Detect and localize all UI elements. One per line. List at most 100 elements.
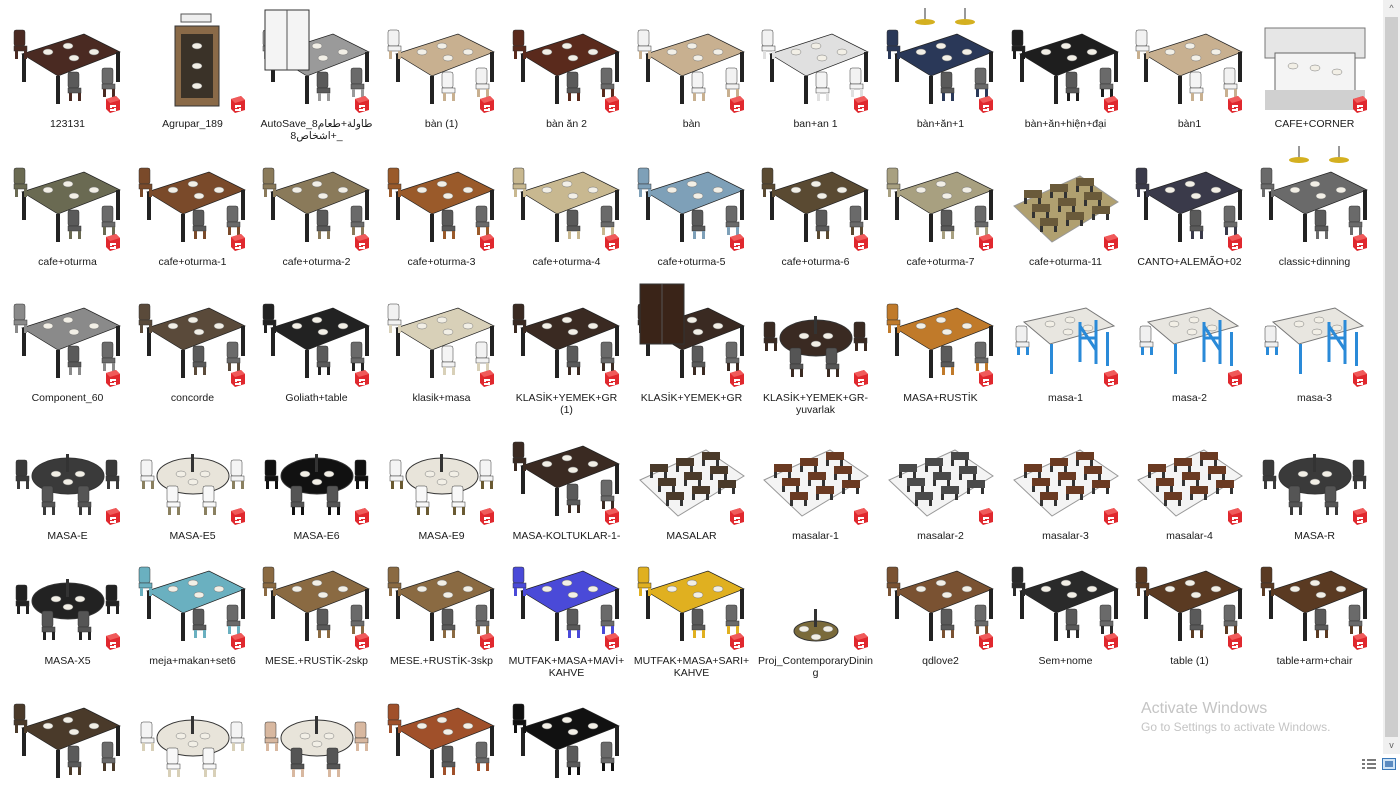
file-item[interactable]: ban+an 1 [753, 8, 878, 130]
file-thumbnail [386, 8, 498, 116]
file-item[interactable]: Component_60 [5, 282, 130, 404]
file-item[interactable]: MASA-E [5, 420, 130, 542]
file-thumbnail [885, 282, 997, 390]
file-item[interactable]: KLASİK+YEMEK+GR-yuvarlak [753, 282, 878, 416]
file-item[interactable]: CANTO+ALEMÃO+02 [1127, 146, 1252, 268]
file-item[interactable]: MUTFAK+MASA+MAVİ+KAHVE [504, 545, 629, 679]
file-item[interactable]: MASALAR [629, 420, 754, 542]
file-name: table+arm+chair [1276, 655, 1353, 667]
file-item[interactable]: MASA-E5 [130, 420, 255, 542]
file-item[interactable]: meja+makan+set6 [130, 545, 255, 667]
furniture-preview-image [793, 609, 838, 642]
file-item[interactable]: MESE.+RUSTİK-3skp [379, 545, 504, 667]
furniture-preview-image [138, 566, 246, 641]
file-item[interactable]: klasik+masa [379, 282, 504, 404]
view-switcher [1362, 758, 1396, 770]
file-item[interactable]: masalar-4 [1127, 420, 1252, 542]
file-item[interactable]: MESE.+RUSTİK-2skp [254, 545, 379, 667]
file-item[interactable]: KLASİK+YEMEK+GR (1) [504, 282, 629, 416]
file-item[interactable]: cafe+oturma-6 [753, 146, 878, 268]
scroll-up-icon[interactable]: ^ [1389, 3, 1394, 13]
file-item[interactable]: MUTFAK+MASA+SARI+KAHVE [629, 545, 754, 679]
sketchup-file-icon [1227, 370, 1242, 387]
sketchup-file-icon [853, 370, 868, 387]
file-item[interactable]: bàn ăn 2 [504, 8, 629, 130]
file-item[interactable]: MASA-KOLTUKLAR-1- [504, 420, 629, 542]
file-item[interactable]: MASA-X5 [5, 545, 130, 667]
file-thumbnail [511, 8, 623, 116]
furniture-preview-image [886, 566, 994, 641]
file-item[interactable]: masa-3 [1252, 282, 1377, 404]
file-name: MASA-KOLTUKLAR-1- [512, 530, 621, 542]
sketchup-file-icon [978, 234, 993, 251]
file-thumbnail [12, 545, 124, 653]
file-thumbnail [760, 282, 872, 390]
file-item[interactable]: bàn (1) [379, 8, 504, 130]
vertical-scrollbar[interactable]: ^ v [1383, 0, 1400, 754]
file-item[interactable]: table (1) [1127, 545, 1252, 667]
file-item[interactable]: cafe+oturma-1 [130, 146, 255, 268]
file-item[interactable]: KLASİK+YEMEK+GR [629, 282, 754, 404]
file-item[interactable]: cafe+oturma-3 [379, 146, 504, 268]
scroll-down-icon[interactable]: v [1389, 740, 1394, 750]
file-item[interactable]: cafe+oturma-2 [254, 146, 379, 268]
file-name: bàn1 [1177, 118, 1202, 130]
file-item[interactable]: bàn1 [1127, 8, 1252, 130]
file-item[interactable]: Sem+nome [1003, 545, 1128, 667]
sketchup-file-icon [354, 508, 369, 525]
file-item[interactable]: Goliath+table [254, 282, 379, 404]
file-item[interactable] [504, 682, 629, 792]
furniture-preview-image [262, 303, 370, 378]
file-item[interactable]: MASA+RUSTİK [878, 282, 1003, 404]
file-item[interactable]: masalar-3 [1003, 420, 1128, 542]
file-item[interactable]: MASA-E9 [379, 420, 504, 542]
file-thumbnail [885, 545, 997, 653]
file-item[interactable]: cafe+oturma-7 [878, 146, 1003, 268]
file-item[interactable]: bàn [629, 8, 754, 130]
file-item[interactable] [130, 682, 255, 792]
file-item[interactable]: Agrupar_189 [130, 8, 255, 130]
sketchup-file-icon [604, 508, 619, 525]
file-name: KLASİK+YEMEK+GR-yuvarlak [762, 392, 869, 416]
file-item[interactable] [5, 682, 130, 792]
file-item[interactable]: concorde [130, 282, 255, 404]
file-name: Agrupar_189 [162, 118, 223, 130]
file-thumbnail [1134, 420, 1246, 528]
file-item[interactable]: Proj_ContemporaryDining [753, 545, 878, 679]
sketchup-file-icon [1227, 96, 1242, 113]
sketchup-file-icon [853, 633, 868, 650]
file-item[interactable]: bàn+ăn+hiện+đại [1003, 8, 1128, 130]
large-icons-view-icon[interactable] [1382, 758, 1396, 770]
watermark-subtitle: Go to Settings to activate Windows. [1141, 720, 1331, 734]
sketchup-file-icon [479, 508, 494, 525]
file-name: masalar-2 [917, 530, 964, 542]
file-item[interactable]: masa-2 [1127, 282, 1252, 404]
sketchup-file-icon [354, 370, 369, 387]
file-item[interactable]: masalar-2 [878, 420, 1003, 542]
file-thumbnail [1259, 282, 1371, 390]
file-item[interactable]: qdlove2 [878, 545, 1003, 667]
furniture-preview-image [1260, 146, 1368, 242]
details-view-icon[interactable] [1362, 758, 1376, 770]
file-item[interactable]: cafe+oturma-5 [629, 146, 754, 268]
file-item[interactable]: cafe+oturma-11 [1003, 146, 1128, 268]
file-item[interactable]: masa-1 [1003, 282, 1128, 404]
file-item[interactable] [379, 682, 504, 792]
file-item[interactable]: classic+dinning [1252, 146, 1377, 268]
file-item[interactable]: MASA-R [1252, 420, 1377, 542]
file-item[interactable]: CAFE+CORNER [1252, 8, 1377, 130]
file-item[interactable]: bàn+ăn+1 [878, 8, 1003, 130]
furniture-preview-image [1136, 449, 1243, 517]
file-name: masalar-1 [792, 530, 839, 542]
file-item[interactable]: AutoSave_طاولة+طعام8_+اشخاص8 [254, 8, 379, 142]
scroll-thumb[interactable] [1385, 17, 1398, 737]
file-item[interactable]: 123131 [5, 8, 130, 130]
file-item[interactable]: cafe+oturma-4 [504, 146, 629, 268]
file-thumbnail [760, 420, 872, 528]
file-item[interactable] [254, 682, 379, 792]
file-item[interactable]: table+arm+chair [1252, 545, 1377, 667]
furniture-preview-image [138, 167, 246, 242]
file-item[interactable]: masalar-1 [753, 420, 878, 542]
file-item[interactable]: MASA-E6 [254, 420, 379, 542]
file-item[interactable]: cafe+oturma [5, 146, 130, 268]
